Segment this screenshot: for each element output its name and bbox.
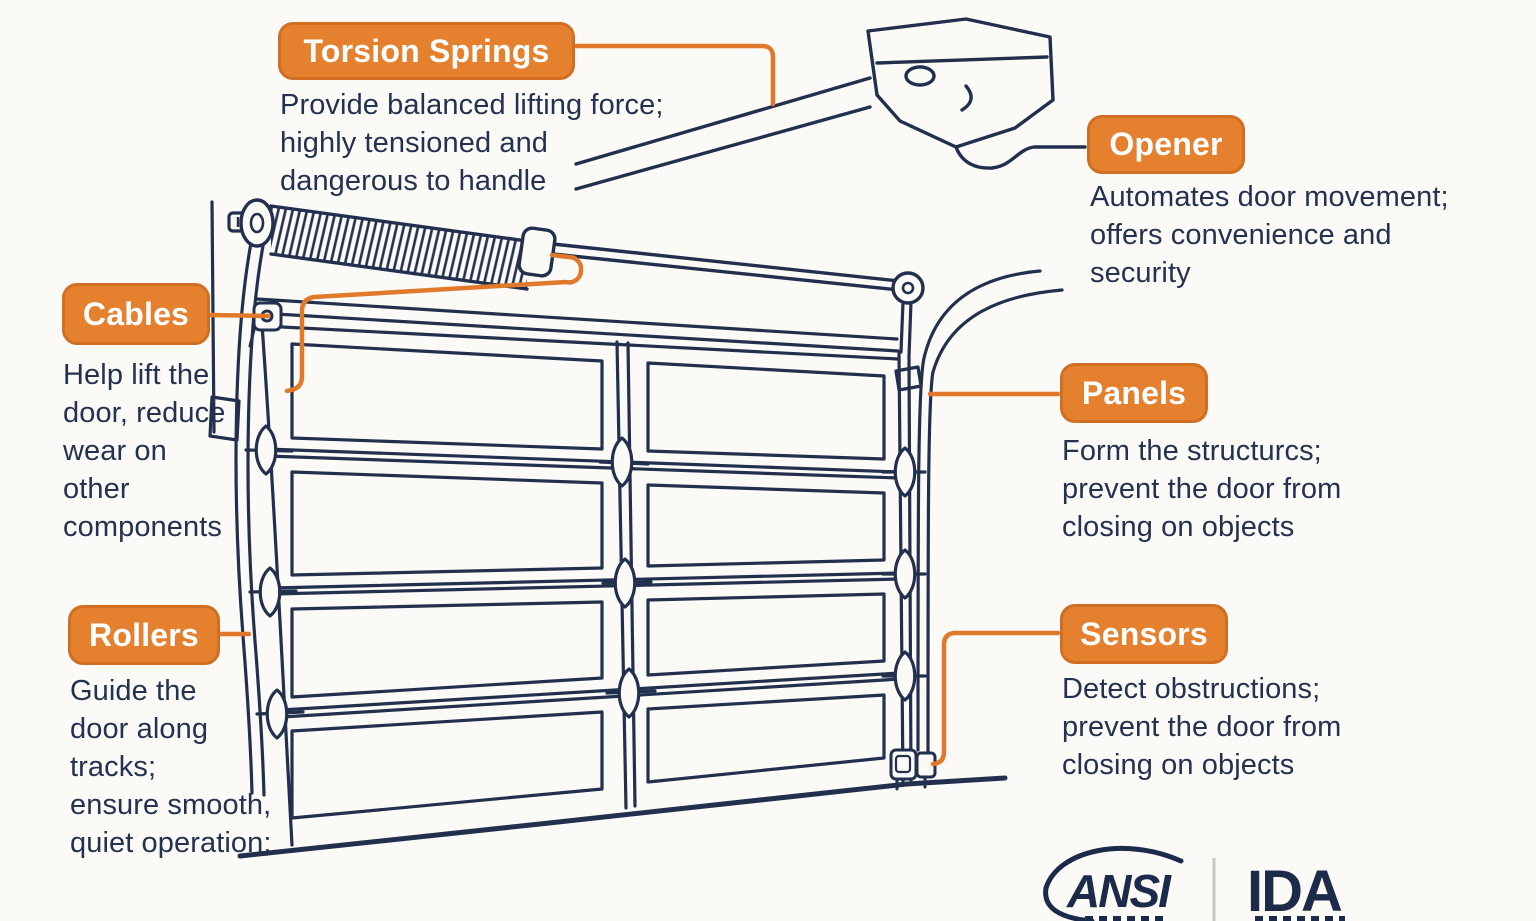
torsion-springs-label: Torsion Springs xyxy=(278,22,575,80)
sensors-connector xyxy=(930,630,1061,767)
panels-label: Panels xyxy=(1060,363,1208,423)
opener-cord xyxy=(954,145,1087,170)
ida-logo-text: IDA xyxy=(1247,859,1342,921)
panels-description: Form the structurcs; prevent the door fr… xyxy=(1062,435,1342,543)
right-track-icon xyxy=(894,269,1064,754)
rollers-label: Rollers xyxy=(68,605,220,665)
cables-connector xyxy=(207,312,271,319)
callout-connectors xyxy=(207,43,1061,767)
cable-route-connector xyxy=(284,252,584,394)
sensors-description: Detect obstructions; prevent the door fr… xyxy=(1062,673,1342,781)
opener-rail-icon xyxy=(574,76,872,191)
cables-description: Help lift the door, reduce wear on other… xyxy=(63,359,226,543)
roller-icon xyxy=(244,424,927,740)
torsion-connector xyxy=(572,43,776,107)
opener-unit-icon xyxy=(866,17,1087,170)
torsion-springs-description: Provide balanced lifting force; highly t… xyxy=(280,89,664,197)
opener-description: Automates door movement; offers convenie… xyxy=(1090,181,1449,289)
sensors-label: Sensors xyxy=(1060,604,1228,664)
footer-logos: ANSI IDA xyxy=(1043,845,1345,921)
opener-label: Opener xyxy=(1087,115,1245,174)
photo-eye-sensor-icon xyxy=(889,748,937,791)
torsion-spring-icon xyxy=(227,198,925,305)
cables-label: Cables xyxy=(62,283,210,345)
ansi-logo: ANSI xyxy=(1043,845,1184,921)
cable-drum-icon xyxy=(248,301,283,348)
rollers-description: Guide the door along tracks; ensure smoo… xyxy=(70,675,272,859)
ida-logo: IDA xyxy=(1247,859,1345,921)
ansi-logo-text: ANSI xyxy=(1066,865,1172,917)
